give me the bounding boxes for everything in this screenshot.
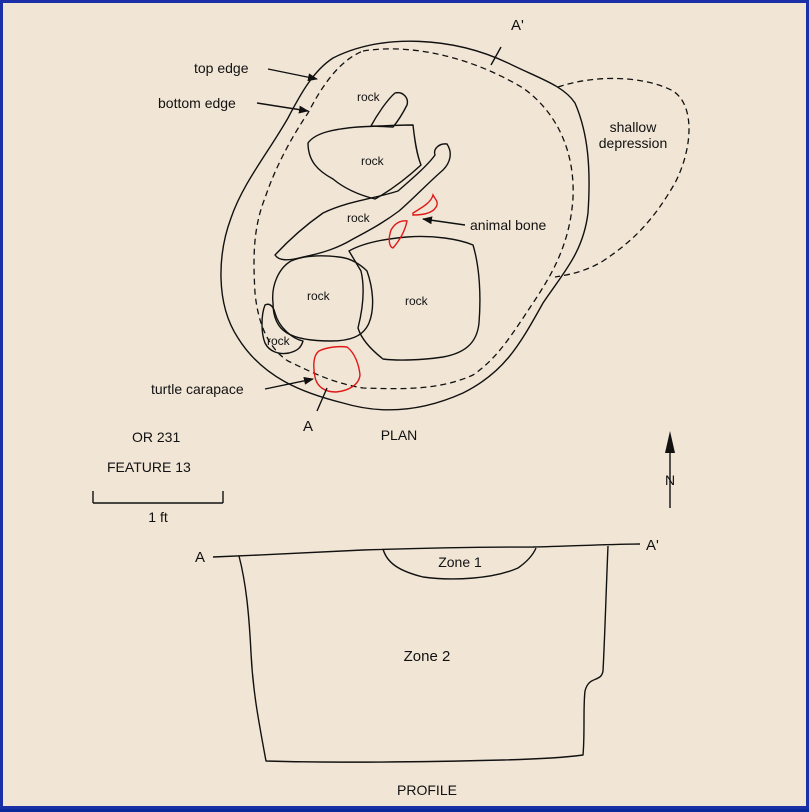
shallow-depression-outline (554, 77, 690, 278)
top-edge-outline (220, 40, 590, 411)
rock-top-small (370, 91, 409, 128)
scale-label: 1 ft (148, 509, 168, 525)
profile-end-a-prime: A' (646, 537, 659, 554)
profile-ground-line (212, 543, 641, 558)
section-a-prime-label: A' (511, 17, 524, 34)
profile-title: PROFILE (397, 782, 457, 798)
animal-bone-upper (412, 192, 438, 216)
turtle-carapace-label: turtle carapace (151, 381, 244, 397)
feature-number: FEATURE 13 (107, 459, 191, 475)
north-label: N (665, 472, 675, 488)
zone1-label: Zone 1 (438, 554, 482, 570)
zone2-label: Zone 2 (404, 648, 451, 665)
section-tick-a-prime (490, 46, 502, 66)
top-edge-label: top edge (194, 60, 249, 76)
animal-bone-lower (388, 220, 408, 249)
shallow-label: shallow (610, 119, 658, 135)
profile-pit-outline (238, 545, 609, 763)
section-tick-a (316, 387, 328, 412)
rock-label-5: rock (405, 294, 429, 308)
plan-view: top edge bottom edge shallow depression … (151, 17, 690, 443)
plan-title: PLAN (381, 427, 418, 443)
scale-bar: 1 ft (92, 491, 224, 525)
zone1-outline (382, 547, 537, 580)
profile-end-a: A (195, 549, 205, 566)
bottom-edge-label: bottom edge (158, 95, 236, 111)
north-arrow: N (665, 431, 675, 508)
rock-label-4: rock (307, 289, 331, 303)
site-id: OR 231 (132, 429, 180, 445)
turtle-carapace (313, 345, 361, 393)
rock-label-3: rock (347, 211, 371, 225)
rock-label-2: rock (361, 154, 385, 168)
animal-bone-leader (422, 216, 466, 226)
rock-label-6: rock (267, 334, 291, 348)
rock-upper (307, 124, 422, 200)
bottom-edge-leader (256, 102, 309, 114)
rock-bottom-small (261, 303, 304, 355)
rock-label-1: rock (357, 90, 381, 104)
depression-label: depression (599, 135, 668, 151)
animal-bone-label: animal bone (470, 217, 546, 233)
feature-drawing: top edge bottom edge shallow depression … (92, 17, 690, 798)
turtle-carapace-leader (264, 376, 314, 390)
rock-middle-long (274, 143, 451, 261)
rock-right-large (348, 235, 481, 361)
section-a-label: A (303, 418, 313, 435)
profile-view: A A' Zone 1 Zone 2 PROFILE (195, 537, 659, 798)
top-edge-leader (267, 68, 318, 82)
bottom-edge-outline (253, 48, 574, 390)
